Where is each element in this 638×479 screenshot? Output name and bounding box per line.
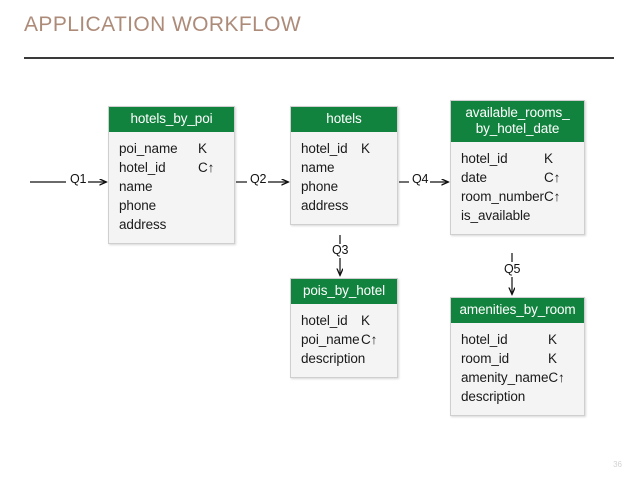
- table-header-hotels: hotels: [291, 107, 397, 132]
- field-row: address: [301, 196, 387, 215]
- field-key: K: [548, 332, 557, 347]
- field-key: C↑: [544, 170, 561, 185]
- field-row: date C↑: [461, 168, 574, 187]
- field-key: K: [198, 141, 207, 156]
- table-amenities-by-room[interactable]: amenities_by_room hotel_id K room_id K a…: [450, 297, 585, 416]
- table-header-hotels-by-poi: hotels_by_poi: [109, 107, 234, 132]
- field-row: name: [301, 158, 387, 177]
- field-name: room_number: [461, 189, 544, 204]
- field-name: address: [301, 198, 349, 213]
- field-name: amenity_name: [461, 370, 549, 385]
- field-name: description: [301, 351, 366, 366]
- table-body-hotels: hotel_id K name phone address: [291, 132, 397, 224]
- field-name: is_available: [461, 208, 531, 223]
- table-header-pois-by-hotel: pois_by_hotel: [291, 279, 397, 304]
- field-name: address: [119, 217, 167, 232]
- field-name: name: [301, 160, 335, 175]
- field-key: C↑: [198, 160, 215, 175]
- title-divider: [24, 57, 614, 59]
- field-key: K: [548, 351, 557, 366]
- field-row: hotel_id K: [301, 311, 387, 330]
- field-key: C↑: [548, 370, 565, 385]
- table-header-line1: available_rooms_: [465, 105, 570, 120]
- field-row: phone: [301, 177, 387, 196]
- table-header-amenities-by-room: amenities_by_room: [451, 298, 584, 323]
- connector-label-q5: Q5: [504, 262, 521, 276]
- field-key: C↑: [361, 332, 378, 347]
- table-body-hotels-by-poi: poi_name K hotel_id C↑ name phone addres…: [109, 132, 234, 243]
- field-name: poi_name: [119, 141, 178, 156]
- field-key: C↑: [544, 189, 561, 204]
- connector-label-q1: Q1: [70, 172, 87, 186]
- field-row: hotel_id C↑: [119, 158, 224, 177]
- field-row: address: [119, 215, 224, 234]
- page-title: APPLICATION WORKFLOW: [24, 13, 302, 36]
- connector-label-q4: Q4: [412, 172, 429, 186]
- field-row: hotel_id K: [461, 330, 574, 349]
- field-row: phone: [119, 196, 224, 215]
- connector-label-q2: Q2: [250, 172, 267, 186]
- field-row: hotel_id K: [461, 149, 574, 168]
- field-name: poi_name: [301, 332, 360, 347]
- field-row: room_number C↑: [461, 187, 574, 206]
- field-name: description: [461, 389, 526, 404]
- table-pois-by-hotel[interactable]: pois_by_hotel hotel_id K poi_name C↑ des…: [290, 278, 398, 378]
- table-header-line2: by_hotel_date: [475, 121, 560, 136]
- field-row: description: [301, 349, 387, 368]
- table-body-pois-by-hotel: hotel_id K poi_name C↑ description: [291, 304, 397, 377]
- field-name: phone: [301, 179, 339, 194]
- table-hotels-by-poi[interactable]: hotels_by_poi poi_name K hotel_id C↑ nam…: [108, 106, 235, 244]
- field-row: room_id K: [461, 349, 574, 368]
- field-name: hotel_id: [301, 141, 348, 156]
- field-row: is_available: [461, 206, 574, 225]
- field-name: hotel_id: [119, 160, 166, 175]
- page-number: 36: [613, 460, 622, 469]
- field-name: hotel_id: [461, 151, 508, 166]
- table-available-rooms-by-hotel-date[interactable]: available_rooms_ by_hotel_date hotel_id …: [450, 100, 585, 235]
- table-header-available-rooms-by-hotel-date: available_rooms_ by_hotel_date: [451, 101, 584, 142]
- field-key: K: [361, 141, 370, 156]
- field-row: amenity_name C↑: [461, 368, 574, 387]
- field-name: phone: [119, 198, 157, 213]
- connector-label-q3: Q3: [332, 243, 349, 257]
- table-hotels[interactable]: hotels hotel_id K name phone address: [290, 106, 398, 225]
- field-name: name: [119, 179, 153, 194]
- field-row: poi_name K: [119, 139, 224, 158]
- field-row: hotel_id K: [301, 139, 387, 158]
- field-name: date: [461, 170, 487, 185]
- table-body-amenities-by-room: hotel_id K room_id K amenity_name C↑ des…: [451, 323, 584, 415]
- field-name: room_id: [461, 351, 510, 366]
- field-row: name: [119, 177, 224, 196]
- field-key: K: [361, 313, 370, 328]
- table-body-available-rooms-by-hotel-date: hotel_id K date C↑ room_number C↑ is_ava…: [451, 142, 584, 234]
- field-row: poi_name C↑: [301, 330, 387, 349]
- field-row: description: [461, 387, 574, 406]
- field-name: hotel_id: [301, 313, 348, 328]
- field-name: hotel_id: [461, 332, 508, 347]
- field-key: K: [544, 151, 553, 166]
